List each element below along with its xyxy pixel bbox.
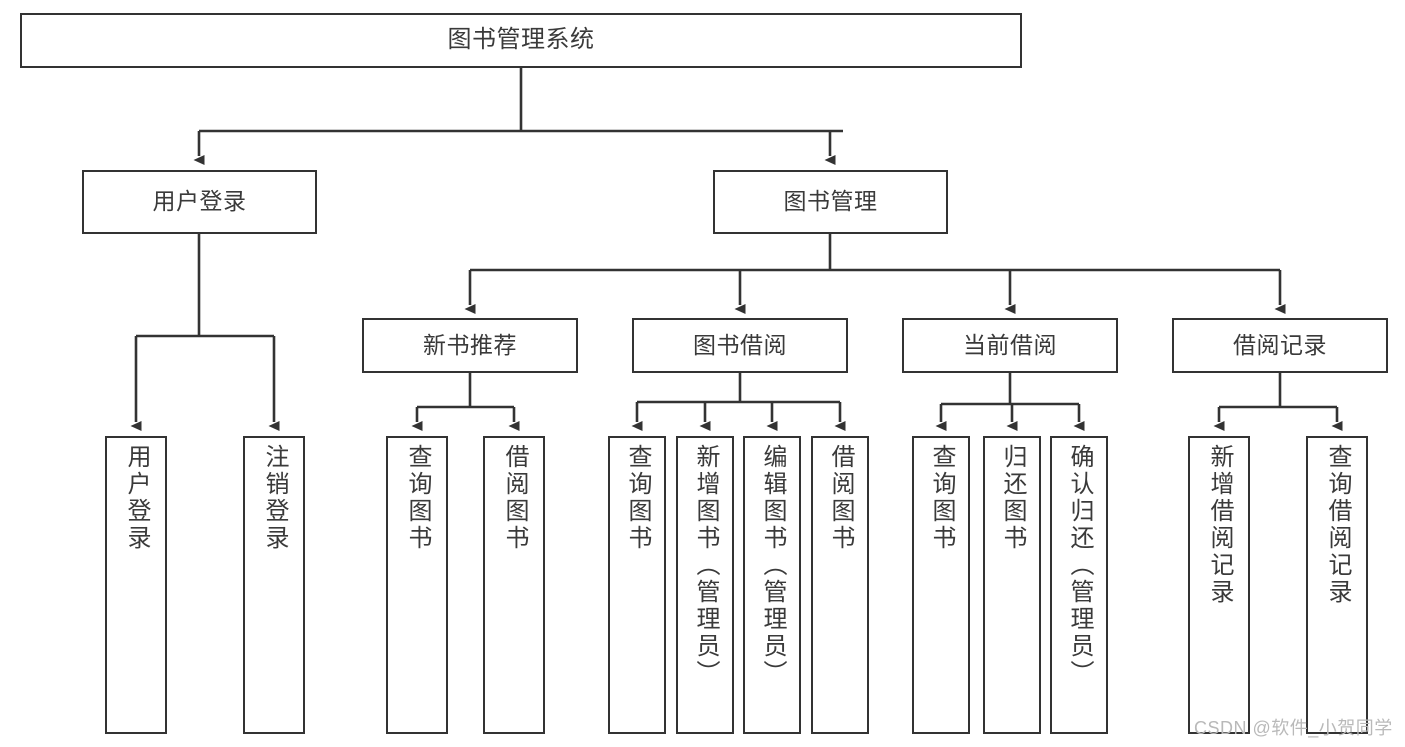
leaf-add-book-admin-label: 新增图书（管理员）: [692, 444, 719, 687]
leaf-add-borrow-record-label: 新增借阅记录: [1206, 444, 1233, 606]
leaf-add-borrow-record[interactable]: 新增借阅记录: [1188, 436, 1250, 734]
leaf-query-borrow-record-label: 查询借阅记录: [1324, 444, 1351, 606]
watermark: CSDN @软件_小贺同学: [1194, 718, 1393, 738]
leaf-borrow-book-newbook[interactable]: 借阅图书: [483, 436, 545, 734]
node-book-management[interactable]: 图书管理: [713, 170, 948, 234]
leaf-user-login[interactable]: 用户登录: [105, 436, 167, 734]
leaf-borrow-book-newbook-label: 借阅图书: [501, 444, 528, 552]
leaf-return-book-label: 归还图书: [999, 444, 1026, 552]
node-book-management-label: 图书管理: [783, 188, 878, 215]
leaf-borrow-book[interactable]: 借阅图书: [811, 436, 869, 734]
leaf-query-book-current-label: 查询图书: [928, 444, 955, 552]
leaf-query-borrow-record[interactable]: 查询借阅记录: [1306, 436, 1368, 734]
leaf-logout-label: 注销登录: [261, 444, 288, 552]
node-book-borrow[interactable]: 图书借阅: [632, 318, 848, 373]
leaf-borrow-book-label: 借阅图书: [827, 444, 854, 552]
leaf-confirm-return-admin[interactable]: 确认归还（管理员）: [1050, 436, 1108, 734]
leaf-confirm-return-admin-label: 确认归还（管理员）: [1066, 444, 1093, 687]
leaf-edit-book-admin-label: 编辑图书（管理员）: [759, 444, 786, 687]
node-root[interactable]: 图书管理系统: [20, 13, 1022, 68]
leaf-return-book[interactable]: 归还图书: [983, 436, 1041, 734]
leaf-logout[interactable]: 注销登录: [243, 436, 305, 734]
leaf-add-book-admin[interactable]: 新增图书（管理员）: [676, 436, 734, 734]
node-new-book-recommend[interactable]: 新书推荐: [362, 318, 578, 373]
node-borrow-record-label: 借阅记录: [1233, 331, 1327, 358]
node-borrow-record[interactable]: 借阅记录: [1172, 318, 1388, 373]
leaf-query-book-current[interactable]: 查询图书: [912, 436, 970, 734]
leaf-user-login-label: 用户登录: [123, 444, 150, 552]
node-book-borrow-label: 图书借阅: [693, 331, 787, 358]
node-user-login[interactable]: 用户登录: [82, 170, 317, 234]
leaf-query-book-newbook-label: 查询图书: [404, 444, 431, 552]
leaf-query-book-borrow[interactable]: 查询图书: [608, 436, 666, 734]
node-new-book-recommend-label: 新书推荐: [423, 331, 517, 358]
leaf-query-book-borrow-label: 查询图书: [624, 444, 651, 552]
node-current-borrow[interactable]: 当前借阅: [902, 318, 1118, 373]
node-user-login-label: 用户登录: [152, 188, 247, 215]
leaf-query-book-newbook[interactable]: 查询图书: [386, 436, 448, 734]
leaf-edit-book-admin[interactable]: 编辑图书（管理员）: [743, 436, 801, 734]
node-current-borrow-label: 当前借阅: [963, 331, 1057, 358]
node-root-label: 图书管理系统: [447, 26, 595, 54]
